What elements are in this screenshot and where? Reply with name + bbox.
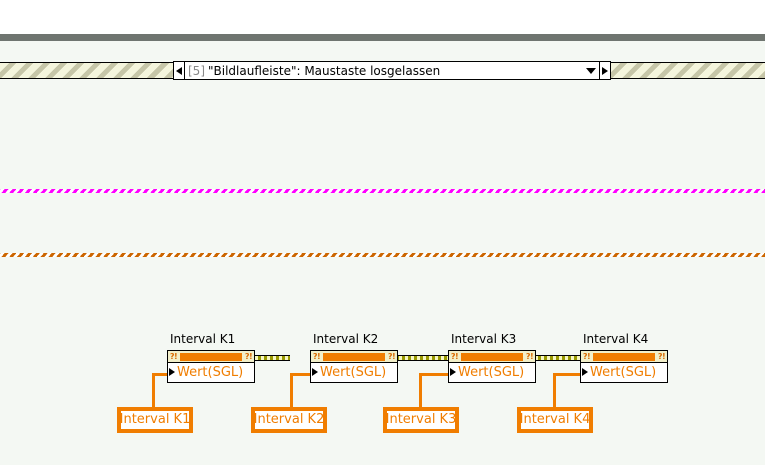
property-node-caption-3: Interval K3	[451, 332, 517, 346]
input-arrow-icon-4	[582, 368, 588, 376]
property-node-body-1[interactable]: Wert(SGL)	[168, 363, 254, 382]
terminal-inner-border-4: Interval K4	[520, 410, 590, 430]
input-arrow-icon-2	[312, 368, 318, 376]
question-exclaim-icon-left-3: ?!	[450, 351, 459, 361]
chevron-down-icon	[586, 67, 596, 74]
question-exclaim-icon-right-2: ?!	[387, 351, 396, 361]
property-node-titlebar-3: ?! ?!	[449, 351, 535, 363]
wire-terminal-k4-horizontal[interactable]	[553, 373, 582, 376]
terminal-inner-border-1: Interval K1	[120, 410, 190, 430]
triangle-left-icon	[176, 66, 182, 75]
terminal-label-3: Interval K3	[385, 412, 457, 427]
question-exclaim-icon-right-1: ?!	[244, 351, 253, 361]
property-node-caption-4: Interval K4	[583, 332, 649, 346]
top-white-area	[0, 0, 765, 34]
property-node-body-3[interactable]: Wert(SGL)	[449, 363, 535, 382]
property-node-body-4[interactable]: Wert(SGL)	[581, 363, 667, 382]
property-node-titlebar-4: ?! ?!	[581, 351, 667, 363]
input-arrow-icon-1	[169, 368, 175, 376]
wire-terminal-k1-horizontal[interactable]	[152, 373, 169, 376]
terminal-label-4: Interval K4	[519, 412, 591, 427]
property-node-caption-1: Interval K1	[170, 332, 236, 346]
wire-terminal-k3-vertical[interactable]	[419, 373, 422, 409]
terminal-interval-k3[interactable]: Interval K3	[383, 407, 459, 433]
case-selector-text-area[interactable]: [5] "Bildlaufleiste": Maustaste losgelas…	[185, 62, 583, 79]
question-exclaim-icon-left-1: ?!	[169, 351, 178, 361]
toolbar-separator-bar	[0, 34, 765, 41]
event-case-selector[interactable]: [5] "Bildlaufleiste": Maustaste losgelas…	[173, 61, 611, 80]
question-exclaim-icon-right-3: ?!	[525, 351, 534, 361]
property-node-caption-2: Interval K2	[313, 332, 379, 346]
terminal-inner-border-2: Interval K2	[254, 410, 324, 430]
reference-wire-segment-1[interactable]	[252, 355, 290, 361]
property-node-titlebar-1: ?! ?!	[168, 351, 254, 363]
terminal-interval-k1[interactable]: Interval K1	[117, 407, 193, 433]
terminal-interval-k2[interactable]: Interval K2	[251, 407, 327, 433]
property-node-bar-2	[323, 352, 385, 361]
question-exclaim-icon-left-4: ?!	[582, 351, 591, 361]
triangle-right-icon	[602, 66, 608, 75]
property-node-bar-1	[180, 352, 242, 361]
case-index-label: [5]	[188, 63, 205, 78]
property-node-interval-k1[interactable]: Interval K1 ?! ?! Wert(SGL)	[167, 333, 255, 383]
property-name-4: Wert(SGL)	[590, 364, 657, 380]
question-exclaim-icon-right-4: ?!	[657, 351, 666, 361]
property-node-titlebar-2: ?! ?!	[311, 351, 397, 363]
case-next-button[interactable]	[599, 62, 610, 79]
wire-terminal-k3-horizontal[interactable]	[419, 373, 450, 376]
wire-terminal-k2-horizontal[interactable]	[290, 373, 312, 376]
wire-terminal-k2-vertical[interactable]	[290, 373, 293, 409]
toolbar-separator-underlay	[0, 41, 765, 45]
property-name-3: Wert(SGL)	[458, 364, 525, 380]
reference-wire-segment-2[interactable]	[390, 355, 448, 361]
selection-wire-magenta[interactable]	[0, 189, 765, 193]
property-name-2: Wert(SGL)	[320, 364, 387, 380]
terminal-interval-k4[interactable]: Interval K4	[517, 407, 593, 433]
property-node-body-2[interactable]: Wert(SGL)	[311, 363, 397, 382]
case-dropdown-button[interactable]	[583, 62, 599, 79]
property-node-interval-k4[interactable]: Interval K4 ?! ?! Wert(SGL)	[580, 333, 668, 383]
property-node-bar-3	[461, 352, 523, 361]
property-node-bar-4	[593, 352, 655, 361]
question-exclaim-icon-left-2: ?!	[312, 351, 321, 361]
terminal-inner-border-3: Interval K3	[386, 410, 456, 430]
wire-terminal-k1-vertical[interactable]	[152, 373, 155, 409]
property-node-interval-k2[interactable]: Interval K2 ?! ?! Wert(SGL)	[310, 333, 398, 383]
input-arrow-icon-3	[450, 368, 456, 376]
terminal-label-2: Interval K2	[253, 412, 325, 427]
reference-wire-segment-3[interactable]	[520, 355, 582, 361]
selection-wire-orange[interactable]	[0, 253, 765, 257]
terminal-label-1: Interval K1	[119, 412, 191, 427]
wire-terminal-k4-vertical[interactable]	[553, 373, 556, 409]
property-name-1: Wert(SGL)	[177, 364, 244, 380]
case-previous-button[interactable]	[174, 62, 185, 79]
case-label: "Bildlaufleiste": Maustaste losgelassen	[208, 63, 441, 78]
property-node-interval-k3[interactable]: Interval K3 ?! ?! Wert(SGL)	[448, 333, 536, 383]
